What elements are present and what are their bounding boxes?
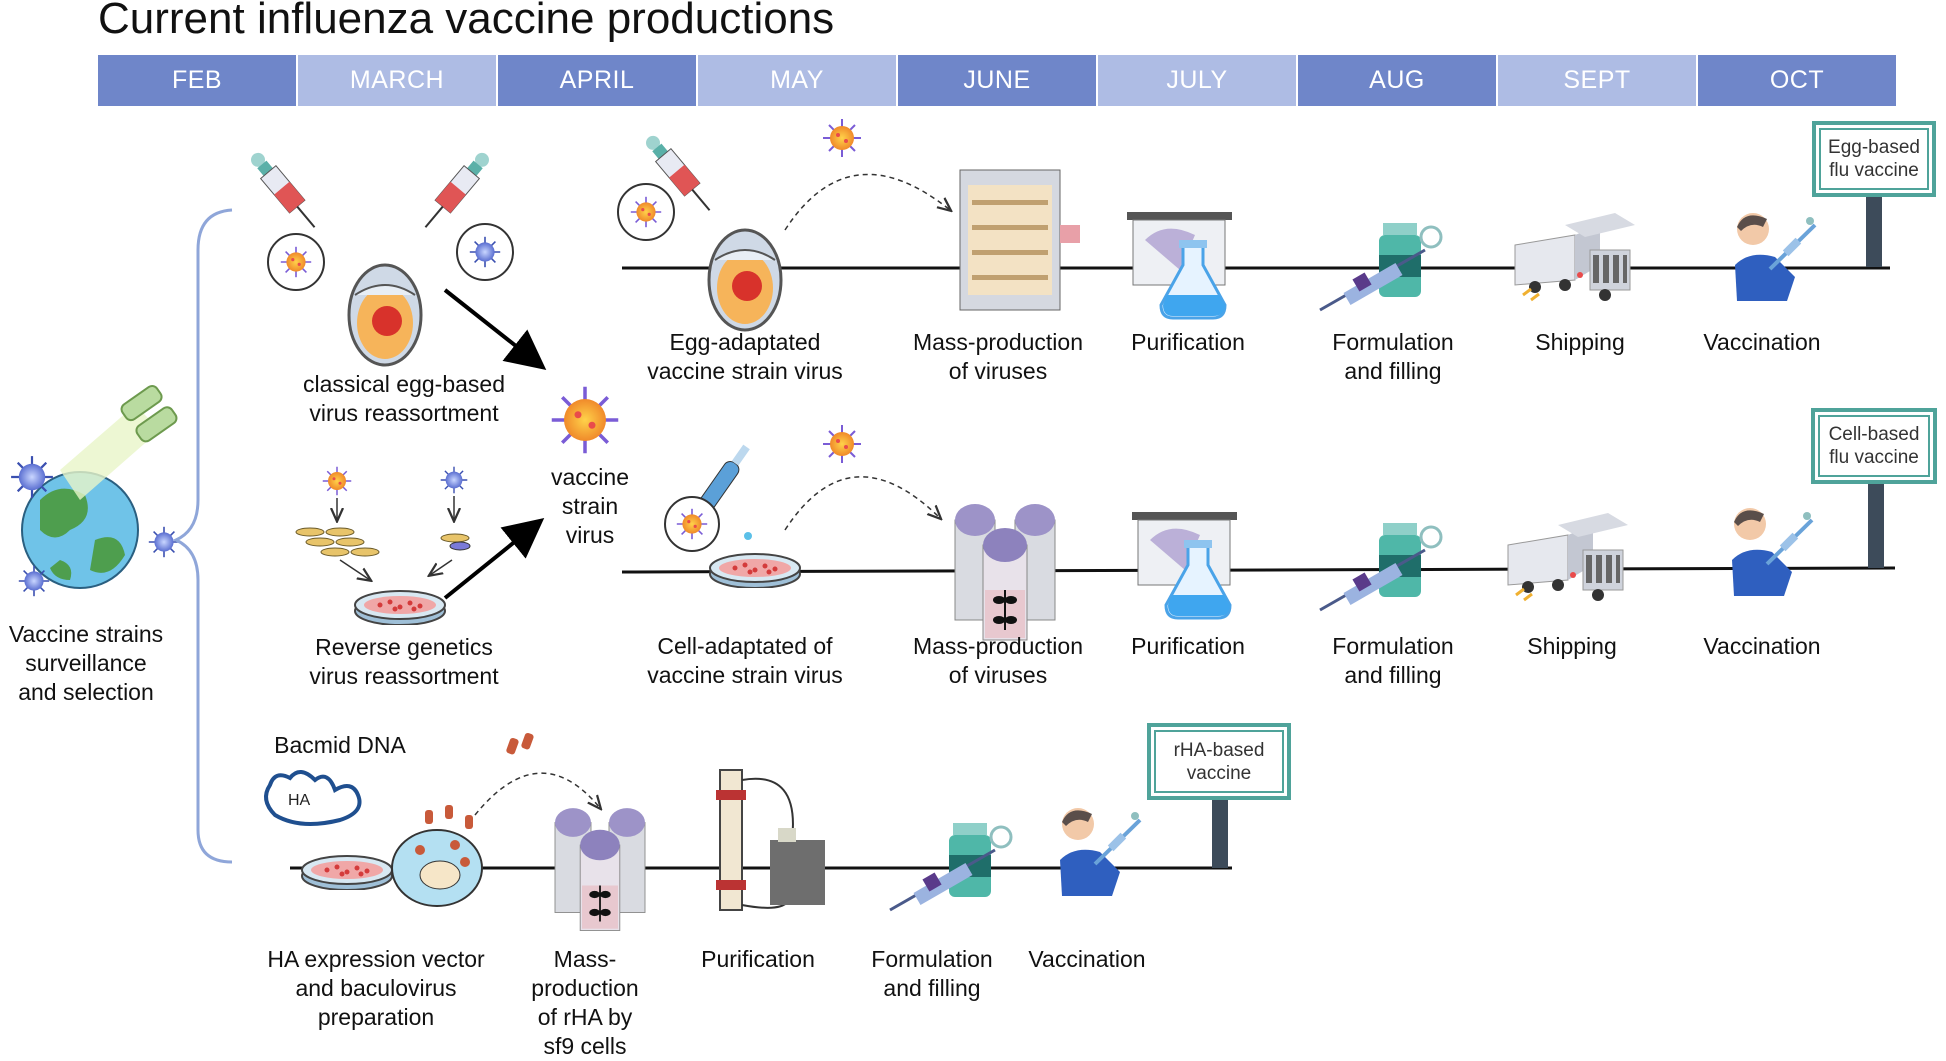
- month-feb: FEB: [98, 55, 298, 106]
- virus-icon: [822, 424, 862, 464]
- arrow: [443, 288, 547, 370]
- cell-step-label: Mass-production of viruses: [912, 633, 1084, 688]
- bacmid-dna-label: Bacmid DNA: [274, 732, 406, 758]
- virus-icon: [822, 118, 862, 158]
- egg-step-label: Vaccination: [1703, 329, 1821, 355]
- virus-icon: [148, 526, 180, 558]
- rha-step-label: Vaccination: [1028, 946, 1146, 972]
- chromatography-column-icon: [716, 769, 825, 911]
- cell-step-label: Shipping: [1527, 633, 1617, 659]
- surveillance-label: Vaccine strains surveillance and selecti…: [8, 621, 164, 705]
- reverse-genetics-label: Reverse genetics virus reassortment: [309, 634, 499, 689]
- month-sept: SEPT: [1498, 55, 1698, 106]
- dashed-arrow: [784, 476, 940, 531]
- cell-based-vaccine-label: Cell-based flu vaccine: [1828, 424, 1920, 468]
- cell-step-label: Vaccination: [1703, 633, 1821, 659]
- rha-protein-icon: [506, 732, 534, 755]
- globe-icon: [21, 471, 139, 589]
- incubator-icon: [959, 169, 1080, 311]
- dashed-arrow: [474, 772, 600, 816]
- rha-step-label: Mass- production of rHA by sf9 cells: [531, 946, 639, 1059]
- month-april: APRIL: [498, 55, 698, 106]
- rha-step-label: HA expression vector and baculovirus pre…: [267, 946, 485, 1030]
- egg-step-label: Purification: [1131, 329, 1245, 355]
- cell-based-vaccine-sign: Cell-based flu vaccine: [1811, 408, 1937, 484]
- bacmid-plasmid-icon: [264, 770, 362, 826]
- classical-reassortment-illustration: [244, 147, 514, 367]
- rha-step-label: Formulation and filling: [871, 946, 993, 1001]
- sign-post: [1866, 195, 1882, 267]
- bioreactor-icon: [954, 503, 1056, 641]
- month-july: JULY: [1098, 55, 1298, 106]
- reverse-genetics-illustration: [295, 466, 471, 625]
- petri-dish-icon: [301, 855, 393, 890]
- month-oct: OCT: [1698, 55, 1898, 106]
- vaccination-person-icon: [1733, 211, 1817, 303]
- binoculars-icon: [60, 384, 178, 500]
- vial-syringe-icon: [1318, 521, 1443, 612]
- vaccination-person-icon: [1730, 506, 1814, 598]
- arrow: [443, 517, 545, 600]
- classical-reassortment-label: classical egg-based virus reassortment: [302, 371, 506, 426]
- infected-cell-icon: [391, 805, 483, 907]
- egg-based-vaccine-label: Egg-based flu vaccine: [1828, 137, 1920, 181]
- egg-adaptation-illustration: [617, 130, 783, 332]
- rha-based-vaccine-label: rHA-based vaccine: [1173, 739, 1265, 784]
- month-march: MARCH: [298, 55, 498, 106]
- vaccine-strain-virus-label: vaccine strain virus: [551, 464, 629, 548]
- bracket: [172, 208, 233, 864]
- purification-icon: [1125, 210, 1234, 320]
- month-june: JUNE: [898, 55, 1098, 106]
- rha-step-label: Purification: [701, 946, 815, 972]
- bioreactor-icon: [554, 807, 646, 932]
- page-title: Current influenza vaccine productions: [98, 0, 835, 43]
- egg-step-label: Mass-production of viruses: [912, 329, 1084, 384]
- egg-step-label: Egg-adaptated vaccine strain virus: [647, 329, 843, 384]
- egg-step-label: Shipping: [1535, 329, 1625, 355]
- cell-step-label: Cell-adaptated of vaccine strain virus: [647, 633, 843, 688]
- sign-post: [1868, 482, 1884, 568]
- month-may: MAY: [698, 55, 898, 106]
- cell-row-line: [621, 566, 1896, 574]
- cell-step-label: Purification: [1131, 633, 1245, 659]
- month-aug: AUG: [1298, 55, 1498, 106]
- cell-adaptation-illustration: [664, 444, 801, 588]
- rha-based-vaccine-sign: rHA-based vaccine: [1147, 723, 1291, 800]
- shipping-truck-icon: [1513, 211, 1637, 303]
- purification-icon: [1130, 510, 1239, 620]
- ha-label: HA: [288, 792, 311, 809]
- month-timeline: FEB MARCH APRIL MAY JUNE JULY AUG SEPT O…: [98, 55, 1898, 106]
- egg-based-vaccine-sign: Egg-based flu vaccine: [1812, 121, 1936, 197]
- vaccination-person-icon: [1058, 806, 1142, 898]
- cell-step-label: Formulation and filling: [1332, 633, 1454, 688]
- dashed-arrow: [784, 173, 950, 231]
- strain-virus-icon: [550, 385, 620, 455]
- shipping-truck-icon: [1506, 511, 1630, 603]
- egg-step-label: Formulation and filling: [1332, 329, 1454, 384]
- sign-post: [1212, 800, 1228, 868]
